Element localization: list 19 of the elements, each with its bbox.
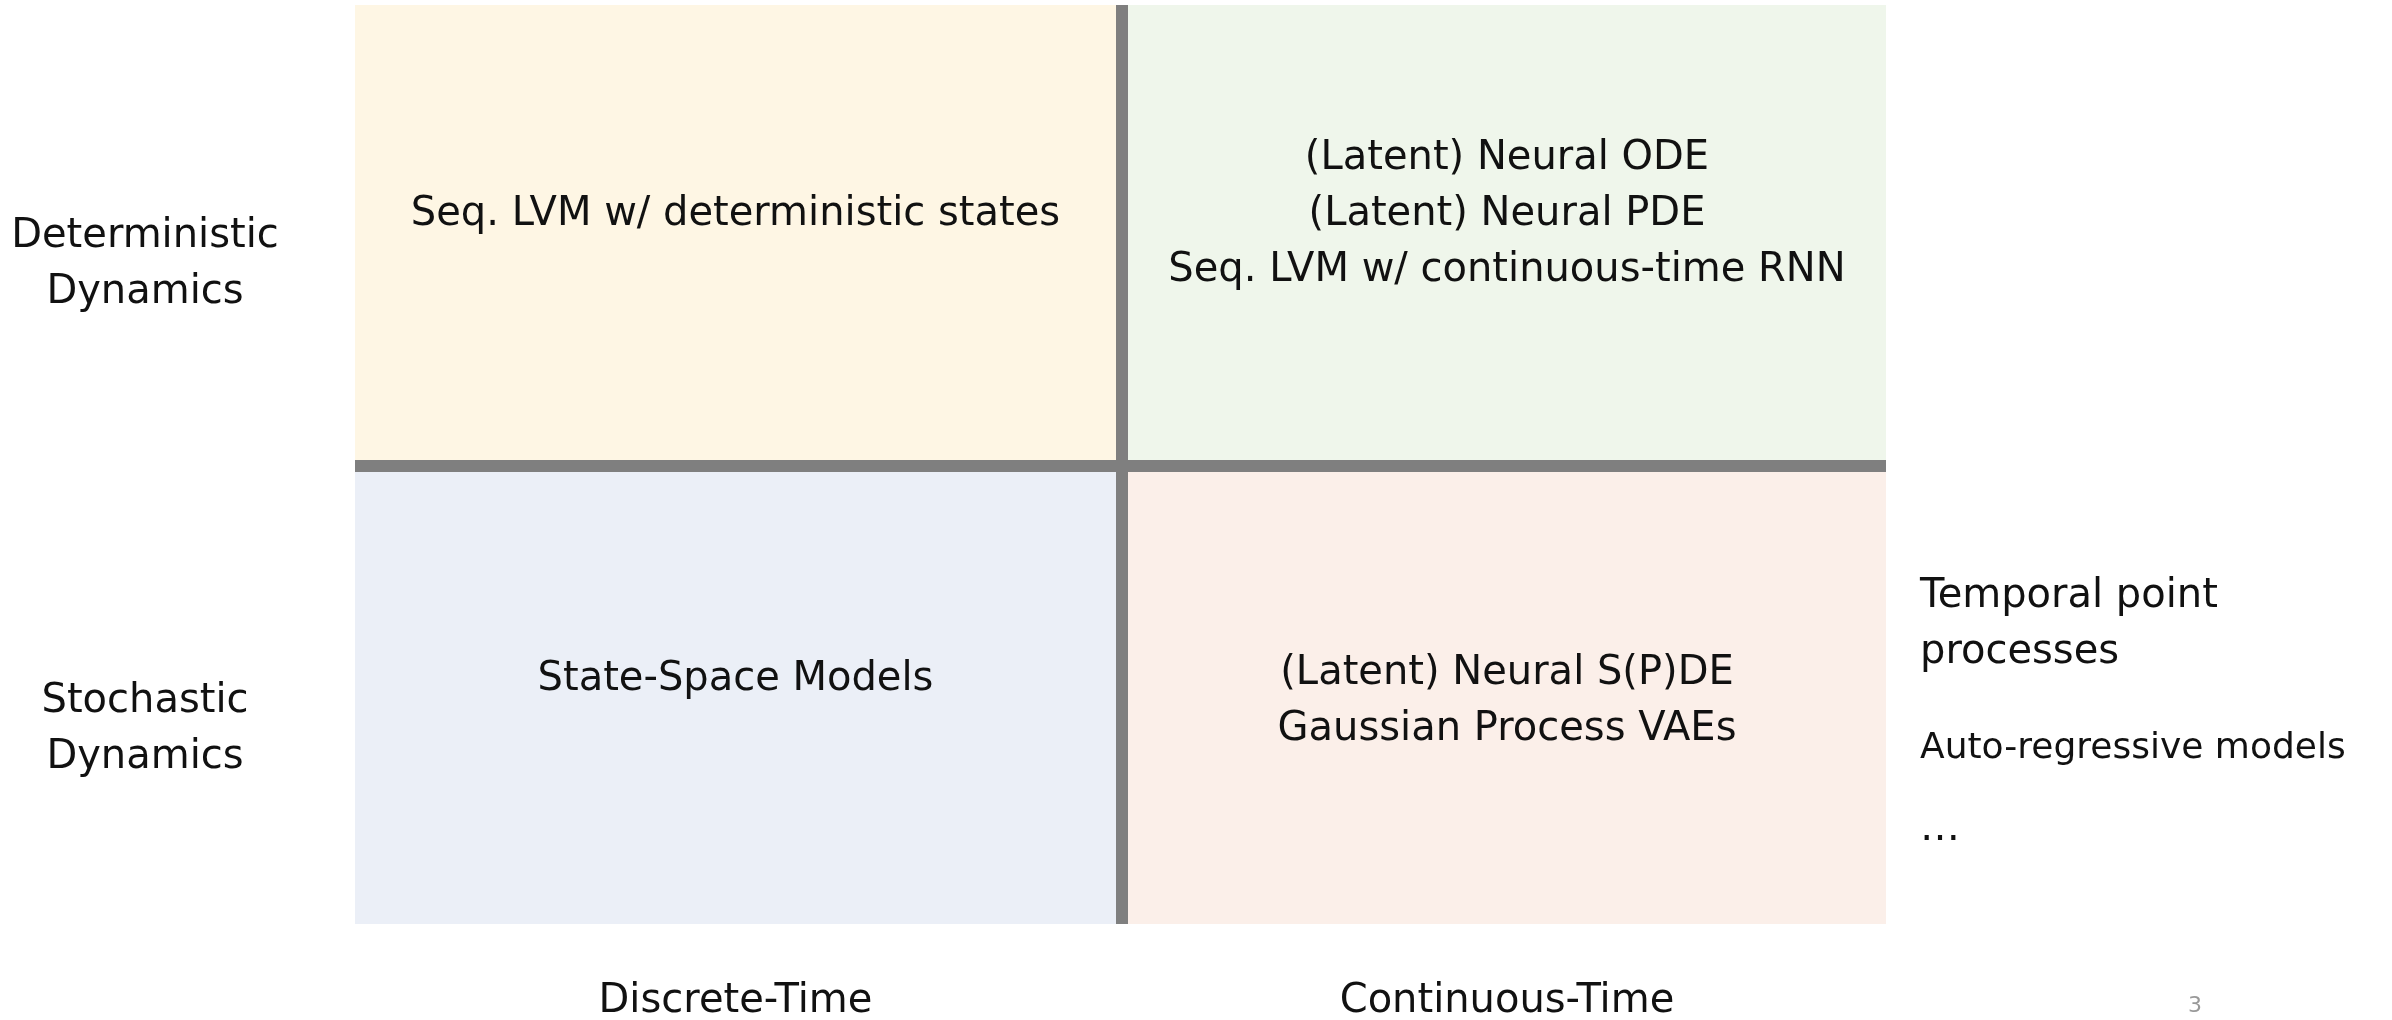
model-name: State-Space Models bbox=[537, 652, 934, 701]
quadrant-panel bbox=[1128, 5, 1886, 460]
list-item: Auto-regressive models bbox=[1920, 725, 2346, 766]
model-name: (Latent) Neural S(P)DE bbox=[1280, 646, 1734, 695]
list-item: … bbox=[1920, 803, 1960, 849]
column-header: Continuous-Time bbox=[1339, 975, 1675, 1020]
quadrant-panel bbox=[355, 472, 1116, 924]
row-header: Stochastic Dynamics bbox=[41, 675, 249, 777]
quadrant-panel bbox=[1128, 472, 1886, 924]
list-item: Temporal point processes bbox=[1920, 570, 2218, 672]
model-name: (Latent) Neural ODE bbox=[1304, 130, 1710, 180]
quadrant-panel bbox=[355, 5, 1116, 460]
model-name: Seq. LVM w/ continuous-time RNN bbox=[1168, 242, 1846, 292]
model-name: (Latent) Neural PDE bbox=[1308, 186, 1706, 236]
model-name: Seq. LVM w/ deterministic states bbox=[410, 186, 1061, 236]
column-header: Discrete-Time bbox=[598, 975, 873, 1020]
model-name: Gaussian Process VAEs bbox=[1277, 702, 1737, 751]
row-header: Deterministic Dynamics bbox=[11, 210, 279, 312]
page-number: 3 bbox=[2188, 992, 2202, 1017]
